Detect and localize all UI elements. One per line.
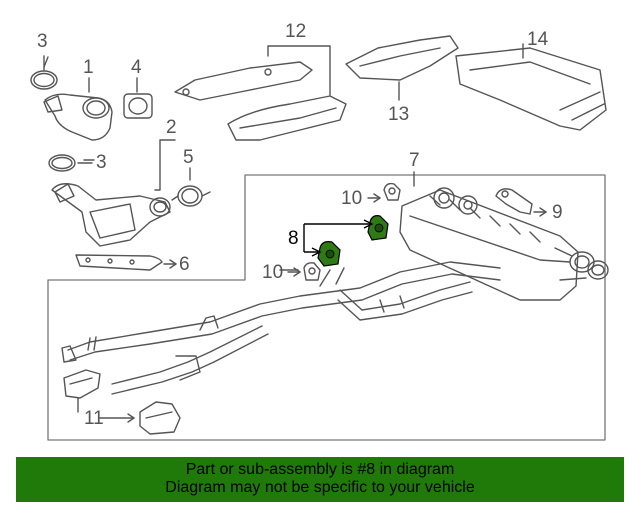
callout-12: 12 — [285, 21, 307, 42]
hanger-10-upper — [367, 182, 401, 203]
banner-line-1: Part or sub-assembly is #8 in diagram — [185, 461, 455, 478]
heat-shield-13 — [345, 35, 459, 101]
callout-6: 6 — [179, 254, 190, 275]
callout-7: 7 — [409, 150, 420, 171]
callout-3-lower: 3 — [96, 152, 107, 173]
callout-5: 5 — [183, 147, 194, 168]
callout-13: 13 — [388, 104, 410, 125]
callout-1: 1 — [83, 57, 94, 78]
callout-10-upper: 10 — [341, 188, 363, 209]
info-banner: Part or sub-assembly is #8 in diagram Di… — [16, 457, 624, 502]
callout-8: 8 — [288, 228, 299, 249]
callout-9: 9 — [552, 202, 563, 223]
exhaust-diagram — [30, 35, 609, 441]
callout-14: 14 — [527, 29, 549, 50]
leader-lines — [43, 56, 299, 271]
heat-shields-11 — [63, 369, 181, 435]
damper-8-group — [303, 215, 389, 267]
callout-11: 11 — [84, 408, 104, 429]
heat-shield-14 — [455, 43, 607, 131]
callout-2: 2 — [166, 117, 177, 138]
bracket-9 — [495, 188, 547, 217]
catalytic-converter-2 — [51, 139, 176, 247]
converter-inlet-1 — [43, 77, 113, 141]
callout-3-top: 3 — [37, 31, 48, 52]
assembly-7-boundary — [47, 174, 606, 441]
hanger-10-lower — [287, 262, 321, 281]
gasket-3-lower — [48, 154, 93, 172]
gasket-4 — [123, 77, 153, 119]
banner-line-2: Diagram may not be specific to your vehi… — [165, 479, 475, 496]
callout-4: 4 — [131, 57, 142, 78]
callout-10-lower: 10 — [262, 262, 284, 283]
clamp-5 — [171, 167, 211, 207]
gasket-strip-6 — [75, 254, 177, 271]
heat-shields-12 — [174, 45, 347, 141]
exhaust-pipes — [61, 261, 501, 395]
gasket-3-top — [30, 55, 58, 90]
muffler-assembly-7 — [399, 171, 609, 301]
